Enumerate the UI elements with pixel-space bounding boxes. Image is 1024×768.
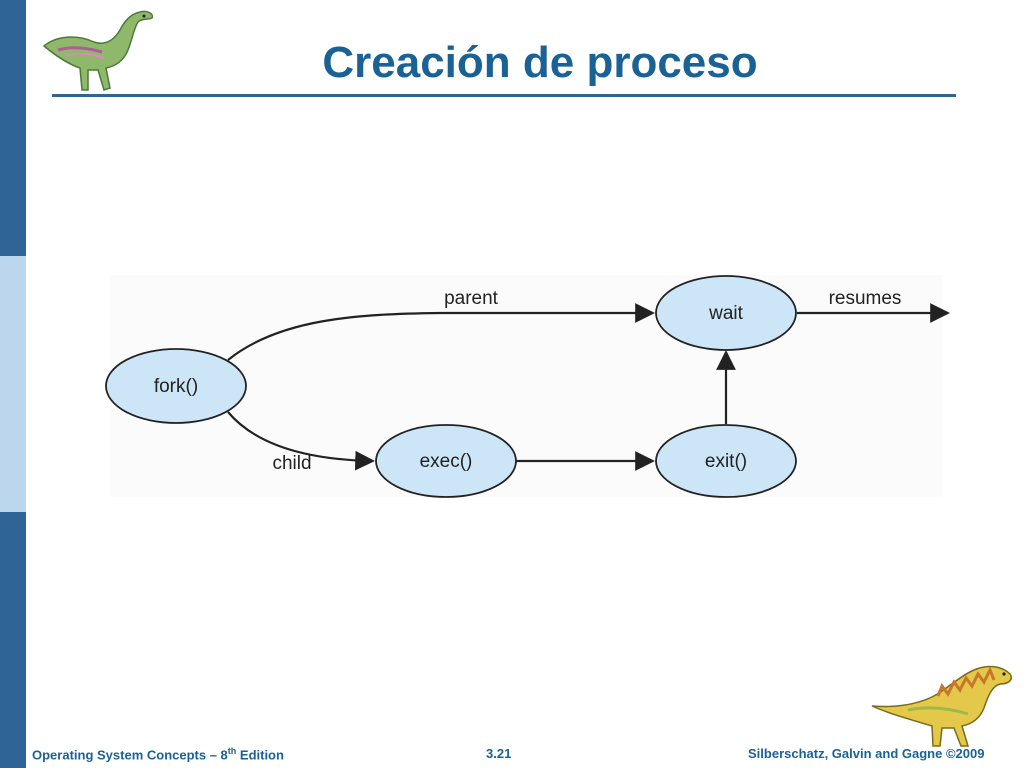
- footer-authors: Silberschatz, Galvin and Gagne ©2009: [748, 746, 985, 761]
- node-exit-label: exit(): [705, 451, 747, 472]
- node-exit: exit(): [655, 424, 797, 498]
- sidebar-segment-top: [0, 0, 26, 256]
- footer-edition-superscript: th: [227, 746, 237, 756]
- node-fork-label: fork(): [154, 376, 198, 397]
- node-wait-label: wait: [708, 303, 744, 324]
- node-exec-label: exec(): [420, 451, 473, 472]
- node-fork: fork(): [105, 348, 247, 424]
- edge-label-parent: parent: [444, 288, 499, 309]
- footer-book-text: Operating System Concepts – 8: [32, 747, 228, 763]
- footer-book-title: Operating System Concepts – 8th Edition: [32, 746, 284, 762]
- node-wait: wait: [655, 275, 797, 351]
- sidebar-stripe: [0, 0, 26, 768]
- footer-edition-suffix: Edition: [236, 747, 284, 763]
- edge-label-child: child: [272, 453, 311, 474]
- title-underline: [52, 94, 956, 97]
- sidebar-segment-middle: [0, 256, 26, 512]
- slide-title: Creación de proceso: [322, 38, 758, 87]
- edge-fork-to-exec: [227, 411, 375, 471]
- page-number: 3.21: [486, 746, 512, 761]
- dinosaur-icon: [42, 10, 154, 91]
- edge-label-resumes: resumes: [829, 288, 902, 309]
- sidebar-segment-bottom: [0, 512, 26, 768]
- dinosaur-icon: [871, 665, 1012, 747]
- edge-fork-to-wait: [227, 303, 655, 361]
- node-exec: exec(): [375, 424, 517, 498]
